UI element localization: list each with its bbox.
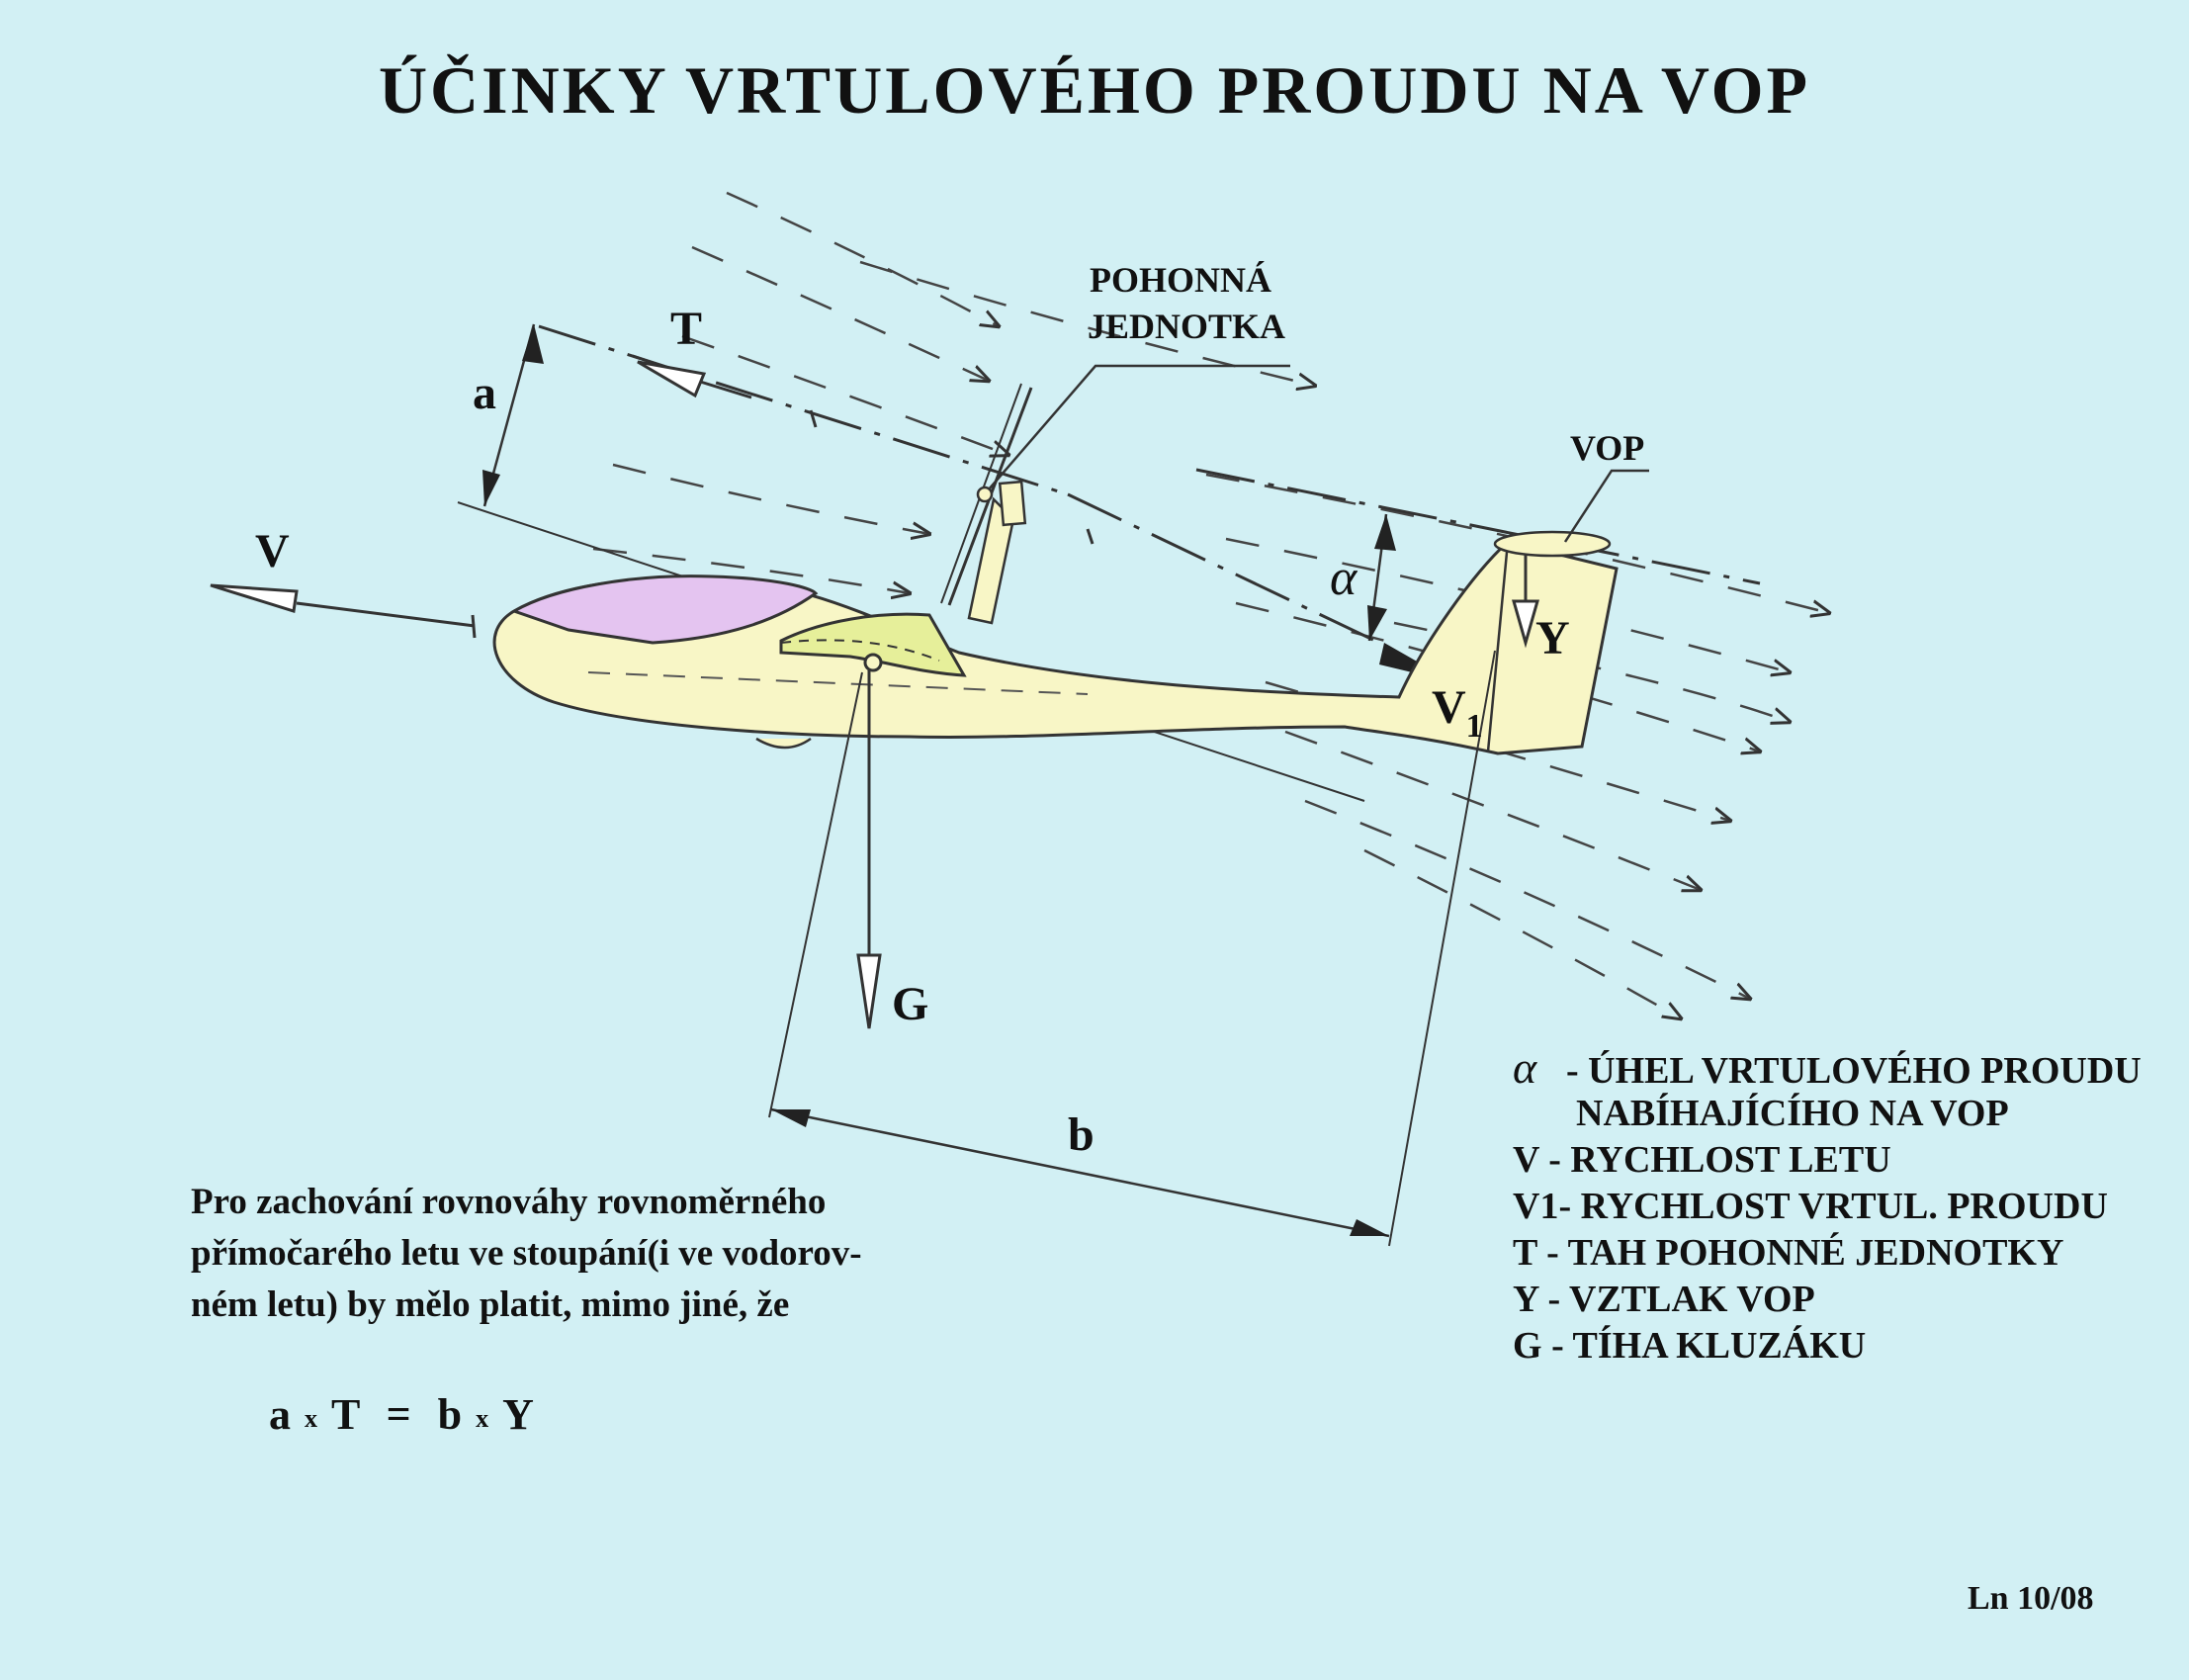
y-arrowhead (1512, 599, 1539, 649)
t-arrow-shaft (696, 379, 752, 399)
propulsion-unit-label-1: POHONNÁ (1090, 260, 1271, 300)
legend-row-g: G - TÍHA KLUZÁKU (1513, 1325, 1867, 1367)
paragraph-line-3: ném letu) by mělo platit, mimo jiné, že (191, 1284, 790, 1325)
legend-row-t: T - TAH POHONNÉ JEDNOTKY (1513, 1232, 2064, 1274)
b-dimension-line (770, 1107, 1390, 1238)
alpha-arrowhead-top (1374, 514, 1396, 551)
v-arrow-tick (471, 614, 477, 639)
vop-label: VOP (1570, 428, 1645, 468)
y-label: Y (1535, 612, 1570, 664)
a-arrowhead-top (522, 324, 544, 364)
propulsion-unit-label-2: JEDNOTKA (1088, 307, 1286, 346)
wing-dash (780, 639, 940, 662)
alpha-label: α (1330, 550, 1357, 606)
b-extension-left (768, 671, 863, 1118)
fuselage-axis (587, 671, 1089, 695)
t-label: T (670, 303, 703, 355)
b-extension-right (1388, 650, 1496, 1247)
g-label: G (892, 978, 929, 1030)
b-label: b (1068, 1108, 1094, 1161)
v-arrowhead (210, 583, 299, 613)
t-arrowhead (637, 360, 707, 398)
a-label: a (473, 367, 496, 419)
propulsion-leader (988, 364, 1290, 490)
v1-label: V1 (1432, 681, 1483, 745)
paragraph-line-2: přímočarého letu ve stoupání(i ve vodoro… (191, 1233, 862, 1274)
legend-row-alpha: α- ÚHEL VRTULOVÉHO PROUDU (1513, 1042, 2142, 1093)
propulsion-unit (940, 383, 1033, 625)
legend-row-alpha-cont: NABÍHAJÍCÍHO NA VOP (1576, 1093, 2009, 1134)
equilibrium-paragraph: Pro zachování rovnováhy rovnoměrného pří… (191, 1177, 862, 1331)
vop-leader (1563, 469, 1649, 543)
center-of-gravity (863, 653, 883, 672)
paragraph-line-1: Pro zachování rovnováhy rovnoměrného (191, 1182, 827, 1222)
slide-reference: Ln 10/08 (1968, 1580, 2094, 1617)
a-arrowhead-bottom (482, 470, 500, 506)
page-title: ÚČINKY VRTULOVÉHO PROUDU NA VOP (378, 52, 1811, 128)
legend-row-v1: V1- RYCHLOST VRTUL. PROUDU (1513, 1186, 2108, 1227)
legend-row-y: Y - VZTLAK VOP (1513, 1279, 1815, 1320)
b-arrowhead-left (771, 1109, 811, 1127)
v-label: V (255, 525, 290, 577)
vop-stabilizer (1493, 530, 1612, 558)
vop-line (1195, 468, 1761, 585)
tail-line (1486, 541, 1510, 752)
alpha-arrowhead-bottom (1367, 605, 1387, 641)
b-arrowhead-right (1350, 1219, 1389, 1236)
glider-wheel (755, 737, 812, 750)
legend-row-v: V - RYCHLOST LETU (1513, 1139, 1891, 1181)
glider-canopy (510, 575, 819, 645)
g-arrowhead (856, 953, 882, 1029)
legend: α- ÚHEL VRTULOVÉHO PROUDU NABÍHAJÍCÍHO N… (1513, 1044, 2142, 1370)
v-arrow-shaft (296, 601, 476, 628)
